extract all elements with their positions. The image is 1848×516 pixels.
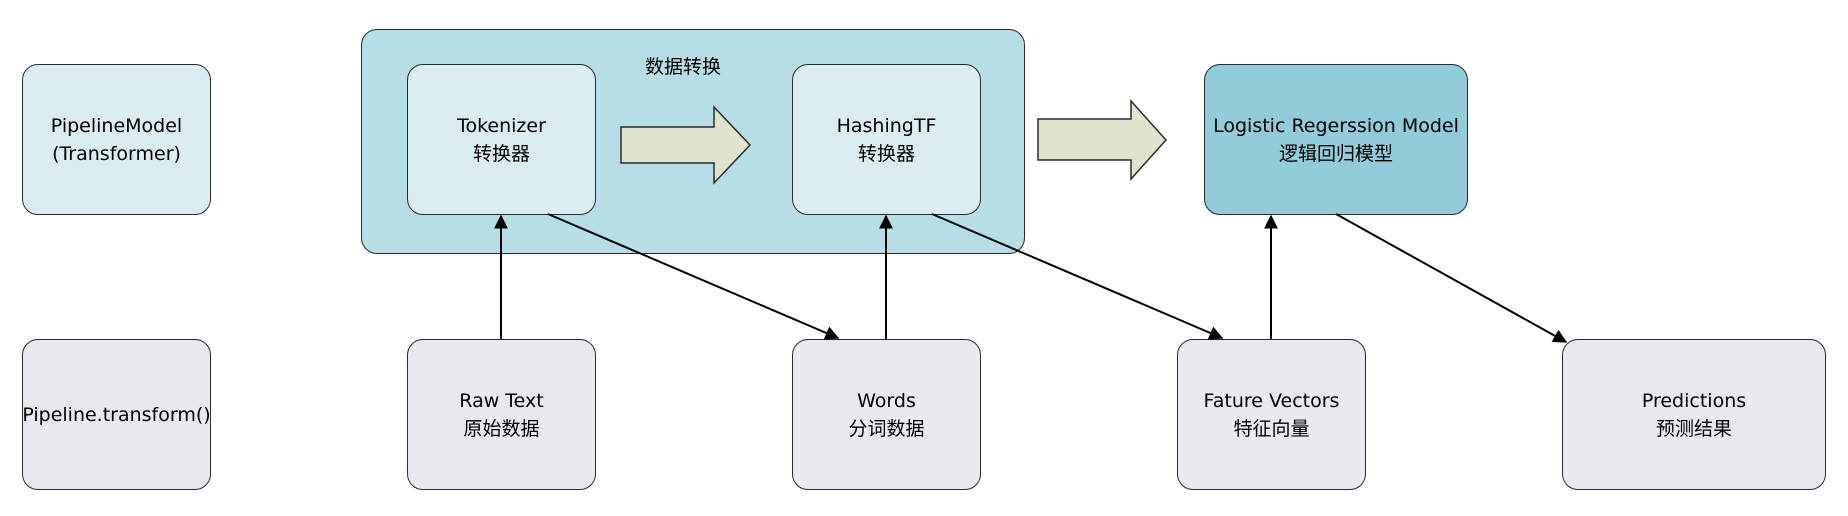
group-title: 数据转换 bbox=[645, 56, 722, 78]
block-arrow-tokenizer-to-hashingtf bbox=[620, 105, 752, 185]
words-name: Words bbox=[857, 389, 916, 412]
predictions-node: Predictions 预测结果 bbox=[1562, 339, 1826, 490]
tokenizer-node: Tokenizer 转换器 bbox=[407, 64, 596, 215]
words-sub: 分词数据 bbox=[848, 417, 925, 440]
hashingtf-sub: 转换器 bbox=[857, 142, 915, 165]
pipeline-transform-text: Pipeline.transform() bbox=[22, 403, 211, 426]
predictions-name: Predictions bbox=[1641, 389, 1747, 412]
feature-vectors-sub: 特征向量 bbox=[1233, 417, 1310, 440]
hashingtf-node: HashingTF 转换器 bbox=[792, 64, 981, 215]
hashingtf-name: HashingTF bbox=[836, 114, 937, 137]
pipeline-model-line2: (Transformer) bbox=[52, 142, 181, 165]
arrow-logistic-to-predictions bbox=[1335, 213, 1568, 343]
pipeline-transform-label: Pipeline.transform() bbox=[22, 339, 211, 490]
feature-vectors-node: Fature Vectors 特征向量 bbox=[1177, 339, 1366, 490]
pipeline-model-line1: PipelineModel bbox=[50, 114, 183, 137]
tokenizer-name: Tokenizer bbox=[457, 114, 546, 137]
logistic-model-name: Logistic Regerssion Model bbox=[1213, 114, 1459, 137]
raw-text-sub: 原始数据 bbox=[463, 417, 540, 440]
feature-vectors-name: Fature Vectors bbox=[1203, 389, 1340, 412]
logistic-model-sub: 逻辑回归模型 bbox=[1278, 142, 1393, 165]
raw-text-node: Raw Text 原始数据 bbox=[407, 339, 596, 490]
raw-text-name: Raw Text bbox=[459, 389, 544, 412]
arrow-hashingtf-to-features bbox=[931, 213, 1224, 340]
arrow-tokenizer-to-words bbox=[547, 213, 840, 340]
pipeline-model-label: PipelineModel (Transformer) bbox=[22, 64, 211, 215]
words-node: Words 分词数据 bbox=[792, 339, 981, 490]
block-arrow-hashingtf-to-logistic bbox=[1037, 99, 1168, 181]
predictions-sub: 预测结果 bbox=[1655, 417, 1732, 440]
tokenizer-sub: 转换器 bbox=[472, 142, 530, 165]
